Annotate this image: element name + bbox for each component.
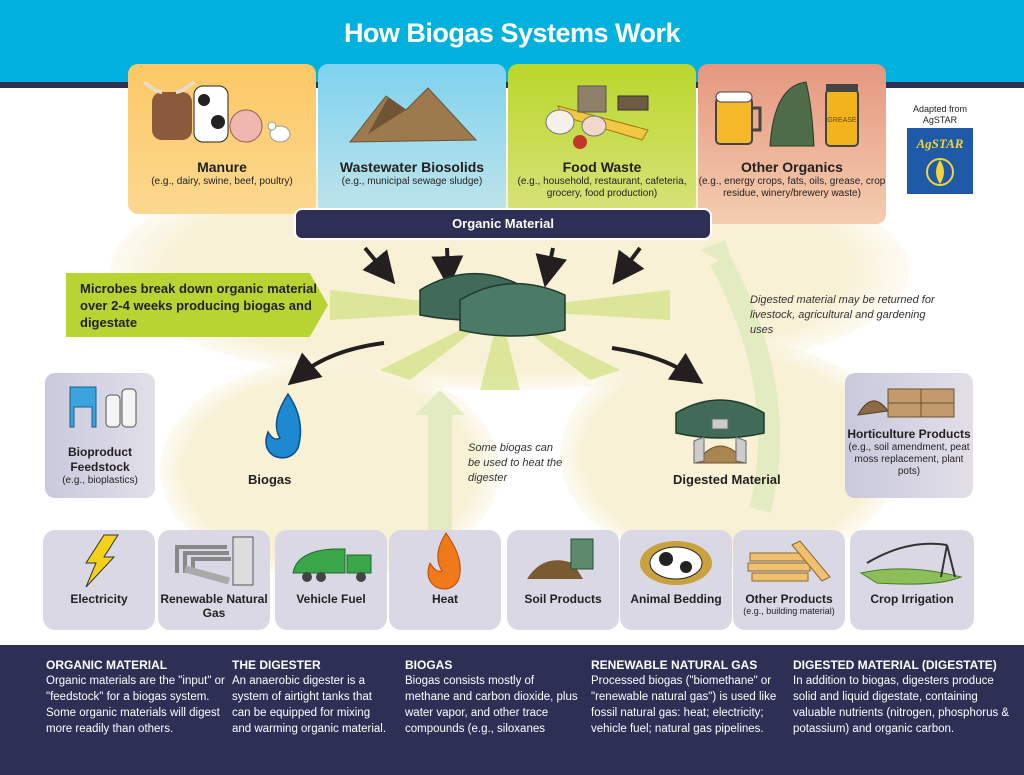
footer-col-organic-material: ORGANIC MATERIAL Organic materials are t… <box>46 657 226 737</box>
cow-bedding-icon <box>640 541 712 585</box>
source-label: Other Organics <box>741 159 843 175</box>
horticulture-sub: (e.g., soil amendment, peat moss replace… <box>848 442 970 477</box>
agstar-logo-text: AgSTAR <box>916 136 964 151</box>
footer-heading: RENEWABLE NATURAL GAS <box>591 658 758 672</box>
digestate-return-arrow <box>710 254 780 513</box>
output-card-soil-products: Soil Products <box>507 530 619 630</box>
footer-heading: ORGANIC MATERIAL <box>46 658 168 672</box>
food-scraps-icon <box>545 85 649 149</box>
digested-material-label: Digested Material <box>673 472 781 487</box>
lumber-icon <box>747 540 831 582</box>
output-card-electricity: Electricity <box>43 530 155 630</box>
footer-col-digester: THE DIGESTER An anaerobic digester is a … <box>232 657 392 737</box>
soil-pots-icon <box>857 388 955 418</box>
output-card-heat: Heat <box>389 530 501 630</box>
digester-output-icon <box>675 399 765 464</box>
source-label: Wastewater Biosolids <box>339 159 485 175</box>
output-label: Electricity <box>70 592 128 606</box>
lightning-bolt-icon <box>85 534 119 588</box>
source-sub: (e.g., household, restaurant, cafeteria,… <box>517 176 687 199</box>
source-card-food-waste: Food Waste (e.g., household, restaurant,… <box>508 64 696 214</box>
arrow-in-3 <box>535 247 567 288</box>
bioproduct-card: Bioproduct Feedstock (e.g., bioplastics) <box>45 373 155 498</box>
source-sub: (e.g., energy crops, fats, oils, grease,… <box>698 176 886 199</box>
biogas-label: Biogas <box>248 472 292 487</box>
bioproduct-sub: (e.g., bioplastics) <box>62 475 138 486</box>
footer-col-biogas: BIOGAS Biogas consists mostly of methane… <box>405 657 580 737</box>
footer-body: Processed biogas ("biomethane" or "renew… <box>591 675 777 735</box>
arrow-in-4 <box>612 246 645 285</box>
output-card-vehicle-fuel: Vehicle Fuel <box>275 530 387 630</box>
output-card-animal-bedding: Animal Bedding <box>620 530 732 630</box>
output-card-crop-irrigation: Crop Irrigation <box>850 530 974 630</box>
arrow-to-digested <box>611 346 704 384</box>
footer-body: An anaerobic digester is a system of air… <box>232 675 387 735</box>
source-card-other-organics: GREASE Other Organics (e.g., energy crop… <box>698 64 886 224</box>
page-title: How Biogas Systems Work <box>343 18 681 48</box>
output-label: Renewable Natural Gas <box>160 592 268 620</box>
output-card-other-products: Other Products (e.g., building material) <box>733 530 845 630</box>
output-label: Heat <box>431 592 458 606</box>
footer-col-digestate: DIGESTED MATERIAL (DIGESTATE) In additio… <box>793 657 1018 737</box>
footer-col-rng: RENEWABLE NATURAL GAS Processed biogas (… <box>591 657 781 737</box>
source-sub: (e.g., municipal sewage sludge) <box>341 176 483 187</box>
output-label: Animal Bedding <box>630 592 722 606</box>
beer-grass-grease-icon: GREASE <box>715 81 859 147</box>
attribution-text: Adapted from AgSTAR <box>912 104 968 125</box>
footer-heading: DIGESTED MATERIAL (DIGESTATE) <box>793 658 997 672</box>
output-label: Soil Products <box>524 592 602 606</box>
footer-panel <box>0 645 1024 775</box>
output-card-rng: Renewable Natural Gas <box>158 530 270 630</box>
footer-heading: BIOGAS <box>405 658 453 672</box>
arrow-to-biogas <box>287 341 385 386</box>
bioproduct-label: Bioproduct Feedstock <box>68 445 132 474</box>
source-card-wastewater: Wastewater Biosolids (e.g., municipal se… <box>318 64 506 214</box>
microbes-callout: Microbes break down organic material ove… <box>66 273 328 337</box>
footer-body: Organic materials are the "input" or "fe… <box>46 675 225 735</box>
sludge-pile-icon <box>348 87 478 143</box>
digester-tanks-icon <box>419 272 566 337</box>
returned-note: Digested material may be returned for li… <box>750 294 935 336</box>
source-label: Food Waste <box>562 159 642 175</box>
source-sub: (e.g., dairy, swine, beef, poultry) <box>151 176 293 187</box>
footer-body: Biogas consists mostly of methane and ca… <box>405 675 578 735</box>
heat-note: Some biogas can be used to heat the dige… <box>468 442 563 484</box>
output-label: Other Products <box>745 592 833 606</box>
horticulture-card: Horticulture Products (e.g., soil amendm… <box>845 373 973 498</box>
source-card-manure: Manure (e.g., dairy, swine, beef, poultr… <box>128 64 316 214</box>
orange-flame-icon <box>427 532 461 590</box>
chair-bottles-icon <box>69 386 137 428</box>
blue-flame-icon <box>265 392 302 459</box>
garbage-truck-icon <box>292 548 372 582</box>
output-label: Vehicle Fuel <box>296 592 366 606</box>
flame-logo-icon <box>926 158 954 186</box>
output-sub: (e.g., building material) <box>743 606 835 616</box>
gas-pipes-icon <box>175 536 254 586</box>
footer-body: In addition to biogas, digesters produce… <box>793 675 1010 735</box>
arrow-in-1 <box>362 246 396 285</box>
soil-bag-icon <box>527 538 594 579</box>
heat-return-arrow <box>415 390 465 530</box>
grease-label: GREASE <box>827 117 857 124</box>
organic-material-bar: Organic Material <box>294 208 712 240</box>
farm-animals-icon <box>142 80 291 143</box>
arrow-in-2 <box>431 247 464 288</box>
footer-heading: THE DIGESTER <box>232 658 321 672</box>
output-label: Crop Irrigation <box>870 592 954 606</box>
source-label: Manure <box>197 159 247 175</box>
flow-arrows <box>287 240 780 530</box>
horticulture-label: Horticulture Products <box>847 427 971 441</box>
agstar-logo: AgSTAR <box>907 128 973 194</box>
irrigation-pivot-icon <box>859 542 963 585</box>
